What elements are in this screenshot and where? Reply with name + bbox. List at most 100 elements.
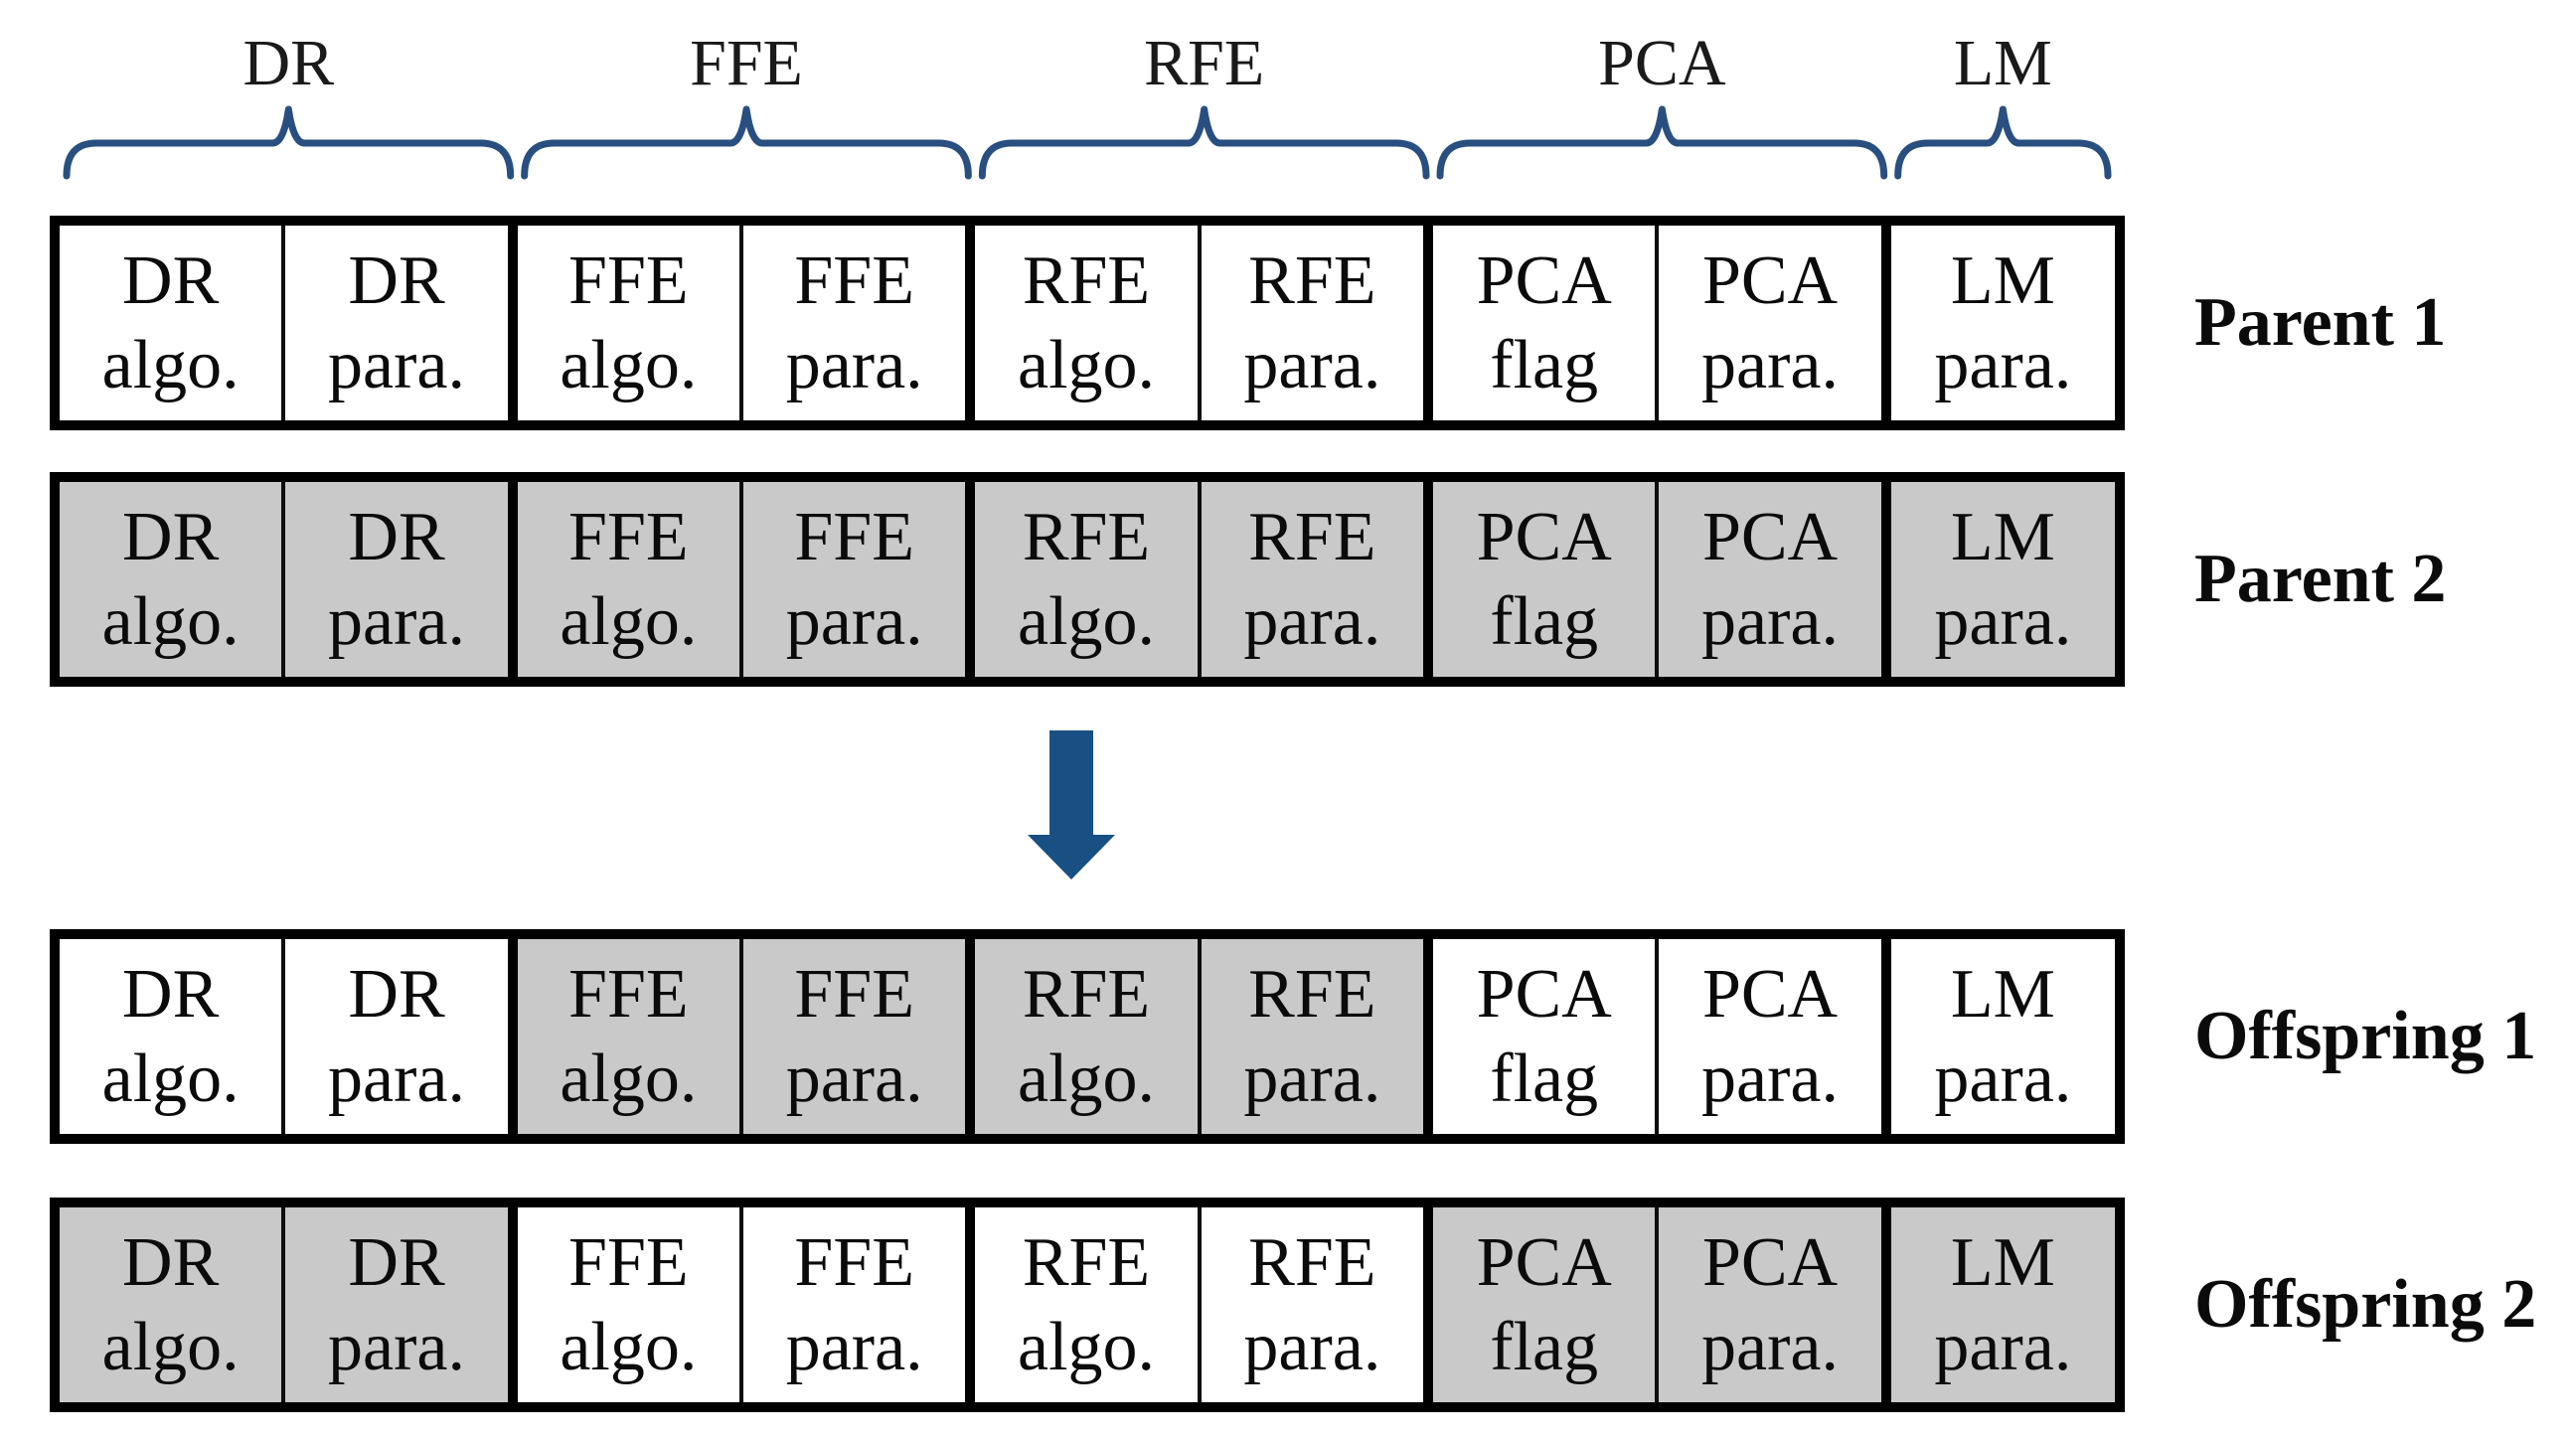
cell-text-line1: FFE bbox=[568, 499, 689, 575]
cell-text-line2: para. bbox=[785, 327, 923, 403]
cell-text-line2: para. bbox=[1701, 583, 1839, 660]
cell-text-line2: para. bbox=[1934, 327, 2072, 403]
cell-text-line2: para. bbox=[1701, 1040, 1839, 1117]
cell-text-line1: RFE bbox=[1022, 499, 1151, 575]
cell-text-line1: PCA bbox=[1701, 956, 1839, 1033]
cell-text-line2: algo. bbox=[101, 327, 240, 403]
group-label-ffe: FFE bbox=[690, 27, 803, 99]
cell-text-line1: DR bbox=[122, 499, 220, 575]
cell-rfe-para: RFE para. bbox=[1201, 226, 1424, 420]
cell-text-line2: para. bbox=[1701, 327, 1839, 403]
cell-text-line1: PCA bbox=[1701, 1224, 1839, 1301]
cell-ffe-para: FFE para. bbox=[743, 226, 966, 420]
cell-text-line2: flag bbox=[1490, 1309, 1599, 1385]
cell-text-line2: para. bbox=[1243, 327, 1381, 403]
cell-text-line2: para. bbox=[1934, 583, 2072, 660]
cell-text-line1: RFE bbox=[1022, 956, 1151, 1033]
cell-text-line2: para. bbox=[328, 1040, 465, 1117]
cell-text-line1: RFE bbox=[1248, 1224, 1376, 1301]
cell-text-line1: DR bbox=[122, 242, 220, 319]
row-label-offspring-2: Offspring 2 bbox=[2194, 1266, 2537, 1343]
cell-text-line2: algo. bbox=[101, 1309, 240, 1385]
cell-text-line1: LM bbox=[1950, 499, 2055, 575]
segment-lm: LM para. bbox=[1890, 482, 2116, 677]
cell-text-line2: para. bbox=[785, 583, 923, 660]
cell-dr-para: DR para. bbox=[285, 226, 508, 420]
cell-text-line2: algo. bbox=[1018, 327, 1156, 403]
cell-text-line1: DR bbox=[122, 956, 220, 1033]
group-label-dr: DR bbox=[242, 27, 335, 99]
cell-text-line1: PCA bbox=[1701, 242, 1839, 319]
cell-text-line2: algo. bbox=[560, 1309, 698, 1385]
row-label-offspring-1: Offspring 1 bbox=[2194, 998, 2537, 1074]
group-label-lm: LM bbox=[1953, 27, 2052, 99]
cell-rfe-para: RFE para. bbox=[1201, 1207, 1424, 1402]
cell-text-line1: FFE bbox=[794, 242, 914, 319]
cell-text-line2: para. bbox=[1243, 1309, 1381, 1385]
group-label-pca: PCA bbox=[1598, 27, 1726, 99]
cell-pca-para: PCA para. bbox=[1659, 226, 1881, 420]
segment-dr: DR algo. DR para. bbox=[60, 226, 518, 420]
cell-text-line1: DR bbox=[348, 242, 445, 319]
cell-text-line1: FFE bbox=[794, 1224, 914, 1301]
brace-pca bbox=[1436, 105, 1888, 180]
cell-text-line1: FFE bbox=[568, 956, 689, 1033]
segment-lm: LM para. bbox=[1890, 226, 2116, 420]
brace-rfe bbox=[978, 105, 1430, 180]
brace-lm bbox=[1894, 105, 2112, 180]
cell-text-line2: algo. bbox=[101, 1040, 240, 1117]
row-label-parent-1: Parent 1 bbox=[2194, 284, 2447, 361]
segment-braces bbox=[63, 105, 2112, 180]
cell-text-line1: PCA bbox=[1476, 1224, 1612, 1301]
cell-text-line1: LM bbox=[1950, 242, 2055, 319]
cell-text-line1: RFE bbox=[1022, 1224, 1151, 1301]
cell-text-line2: algo. bbox=[1018, 1040, 1156, 1117]
cell-text-line1: RFE bbox=[1248, 242, 1376, 319]
cell-text-line1: PCA bbox=[1476, 242, 1612, 319]
cell-text-line2: algo. bbox=[560, 1040, 698, 1117]
cell-dr-algo: DR algo. bbox=[60, 226, 286, 420]
cell-text-line2: para. bbox=[328, 327, 465, 403]
cell-text-line1: DR bbox=[348, 499, 445, 575]
cell-text-line2: para. bbox=[328, 1309, 465, 1385]
brace-dr bbox=[63, 105, 515, 180]
cell-text-line1: RFE bbox=[1022, 242, 1151, 319]
cell-text-line2: flag bbox=[1490, 1040, 1599, 1117]
cell-text-line2: flag bbox=[1490, 583, 1599, 660]
cell-text-line1: DR bbox=[348, 956, 445, 1033]
row-label-parent-2: Parent 2 bbox=[2194, 541, 2447, 617]
cell-lm-para: LM para. bbox=[1890, 482, 2116, 677]
cell-rfe-algo: RFE algo. bbox=[975, 226, 1202, 420]
cell-text-line1: PCA bbox=[1476, 956, 1612, 1033]
